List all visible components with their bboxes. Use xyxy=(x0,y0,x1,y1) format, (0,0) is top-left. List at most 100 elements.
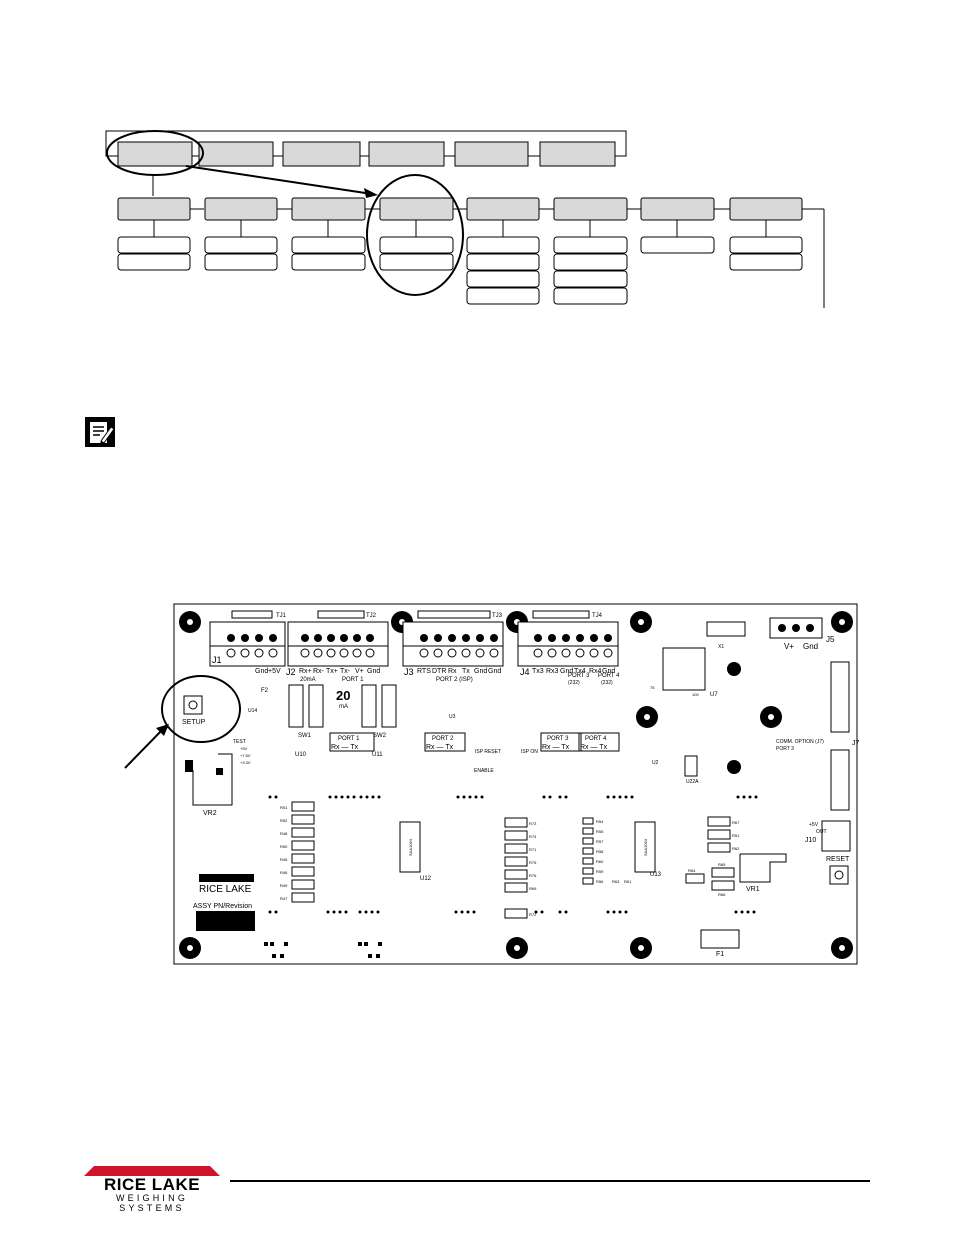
note-icon xyxy=(85,417,115,447)
setup-switch xyxy=(183,695,203,715)
menu-top-box xyxy=(454,141,529,167)
menu-leaf-box xyxy=(640,236,715,254)
rlabel-mid: R74 xyxy=(529,834,537,839)
chip-u13 xyxy=(634,821,656,873)
pin-j4-4: Rx4 xyxy=(589,668,602,675)
label-f2: F2 xyxy=(261,688,269,694)
label-reset: RESET xyxy=(826,856,850,863)
rlabel-right: R60 xyxy=(596,859,604,864)
label-rxtx-1: Rx — Tx xyxy=(331,744,359,751)
rlabel-mid: R76 xyxy=(529,873,537,878)
menu-leaf-box xyxy=(379,253,454,271)
pin-j4-3: Tx4 xyxy=(574,668,586,675)
label-tj4: TJ4 xyxy=(592,613,603,619)
label-port4: PORT 4 xyxy=(598,673,620,679)
rlabel-right: R57 xyxy=(596,839,604,844)
dip-switches xyxy=(288,684,397,728)
label-u22a: U22A xyxy=(686,779,699,785)
menu-leaf-box xyxy=(204,253,278,271)
menu-highlight-ellipse-group xyxy=(366,174,464,296)
label-port3-box: PORT 3 xyxy=(547,736,569,742)
label-u12: U12 xyxy=(420,876,432,882)
label-j5: J5 xyxy=(826,635,835,644)
menu-leaf-box xyxy=(466,270,540,288)
menu-second-box xyxy=(379,197,454,221)
label-u7-pin2: 100 xyxy=(692,692,699,697)
label-test-75v: +7.5V xyxy=(240,753,251,758)
rlabel-left: R51 xyxy=(280,805,288,810)
label-out: OUT xyxy=(816,829,827,835)
solid-pad xyxy=(727,760,741,774)
terminal-j4 xyxy=(517,621,619,667)
setup-highlight-ellipse xyxy=(161,675,241,743)
menu-top-row xyxy=(117,141,616,167)
chip-text-u12: SAA1064 xyxy=(408,838,413,856)
resistor-column-far xyxy=(685,816,735,891)
pin-j4-0: Tx3 xyxy=(532,668,544,675)
label-20ma: 20mA xyxy=(300,677,316,683)
rlabel-far: R62 xyxy=(732,846,740,851)
rlabel-right: R58 xyxy=(596,849,604,854)
pin-j2-0: Rx+ xyxy=(299,668,312,675)
rlabel-left: R45 xyxy=(280,857,288,862)
pad-dots xyxy=(264,795,758,958)
label-u10: U10 xyxy=(295,752,307,758)
label-vr2: VR2 xyxy=(203,810,217,817)
label-vr1: VR1 xyxy=(746,886,760,893)
pin-j3-5: Gnd xyxy=(488,668,501,675)
menu-top-box xyxy=(368,141,445,167)
label-isp-on: ISP ON xyxy=(521,749,538,755)
pin-j3-2: Rx xyxy=(448,668,457,675)
rlabel-mid: R72 xyxy=(529,912,537,917)
rlabel-far: R66 xyxy=(718,892,726,897)
menu-leaf-box xyxy=(117,236,191,254)
menu-arrow-head xyxy=(364,188,378,198)
label-sw1: SW1 xyxy=(298,733,312,739)
chip-u7 xyxy=(662,647,706,691)
label-rxtx-4: Rx — Tx xyxy=(580,744,608,751)
board-assy-block xyxy=(196,911,255,931)
label-j3: J3 xyxy=(404,667,414,677)
port2-box xyxy=(424,732,466,752)
connector-j7-lower xyxy=(830,749,850,811)
connector-j7-upper xyxy=(830,661,850,733)
label-port3: PORT 3 xyxy=(568,673,590,679)
setup-pointer-line xyxy=(124,728,164,769)
menu-leaf-box xyxy=(729,236,803,254)
menu-second-box xyxy=(466,197,540,221)
chip-text-u13: SAA1064 xyxy=(643,838,648,856)
rlabel-mid: R69 xyxy=(529,886,537,891)
menu-second-box xyxy=(291,197,366,221)
label-tj1: TJ1 xyxy=(276,613,287,619)
footer-rule xyxy=(230,1180,870,1182)
vr1-outline xyxy=(739,853,787,883)
label-mode-ma: mA xyxy=(339,704,348,710)
rlabel-mid: R73 xyxy=(529,821,537,826)
rlabel-far: R64 xyxy=(688,868,696,873)
rlabel-right: R56 xyxy=(596,879,604,884)
rlabel-far: R67 xyxy=(732,820,740,825)
rlabel-left: R46 xyxy=(280,870,288,875)
switch-sw1-b xyxy=(308,684,324,728)
rlabel-right: R61 xyxy=(624,879,632,884)
menu-second-box xyxy=(729,197,803,221)
label-test-33v: +3.3V xyxy=(240,760,251,765)
switch-sw2-a xyxy=(361,684,377,728)
vr2-outline xyxy=(192,753,233,806)
pin-j2-2: Tx+ xyxy=(326,668,338,675)
menu-top-box xyxy=(282,141,361,167)
label-gnd: Gnd xyxy=(803,642,818,651)
rlabel-mid: R71 xyxy=(529,847,537,852)
label-port1-box: PORT 1 xyxy=(338,736,360,742)
switch-sw2-b xyxy=(381,684,397,728)
label-u2: U2 xyxy=(652,760,659,766)
rlabel-left: R47 xyxy=(280,896,288,901)
rlabel-right: R63 xyxy=(612,879,620,884)
resistor-column-mid xyxy=(504,817,528,919)
rlabel-right: R55 xyxy=(596,829,604,834)
fuse-f1 xyxy=(700,929,740,949)
label-tj2: TJ2 xyxy=(366,613,377,619)
menu-leaf-box xyxy=(204,236,278,254)
label-x1: X1 xyxy=(718,644,724,650)
label-j7: J7 xyxy=(852,740,860,747)
